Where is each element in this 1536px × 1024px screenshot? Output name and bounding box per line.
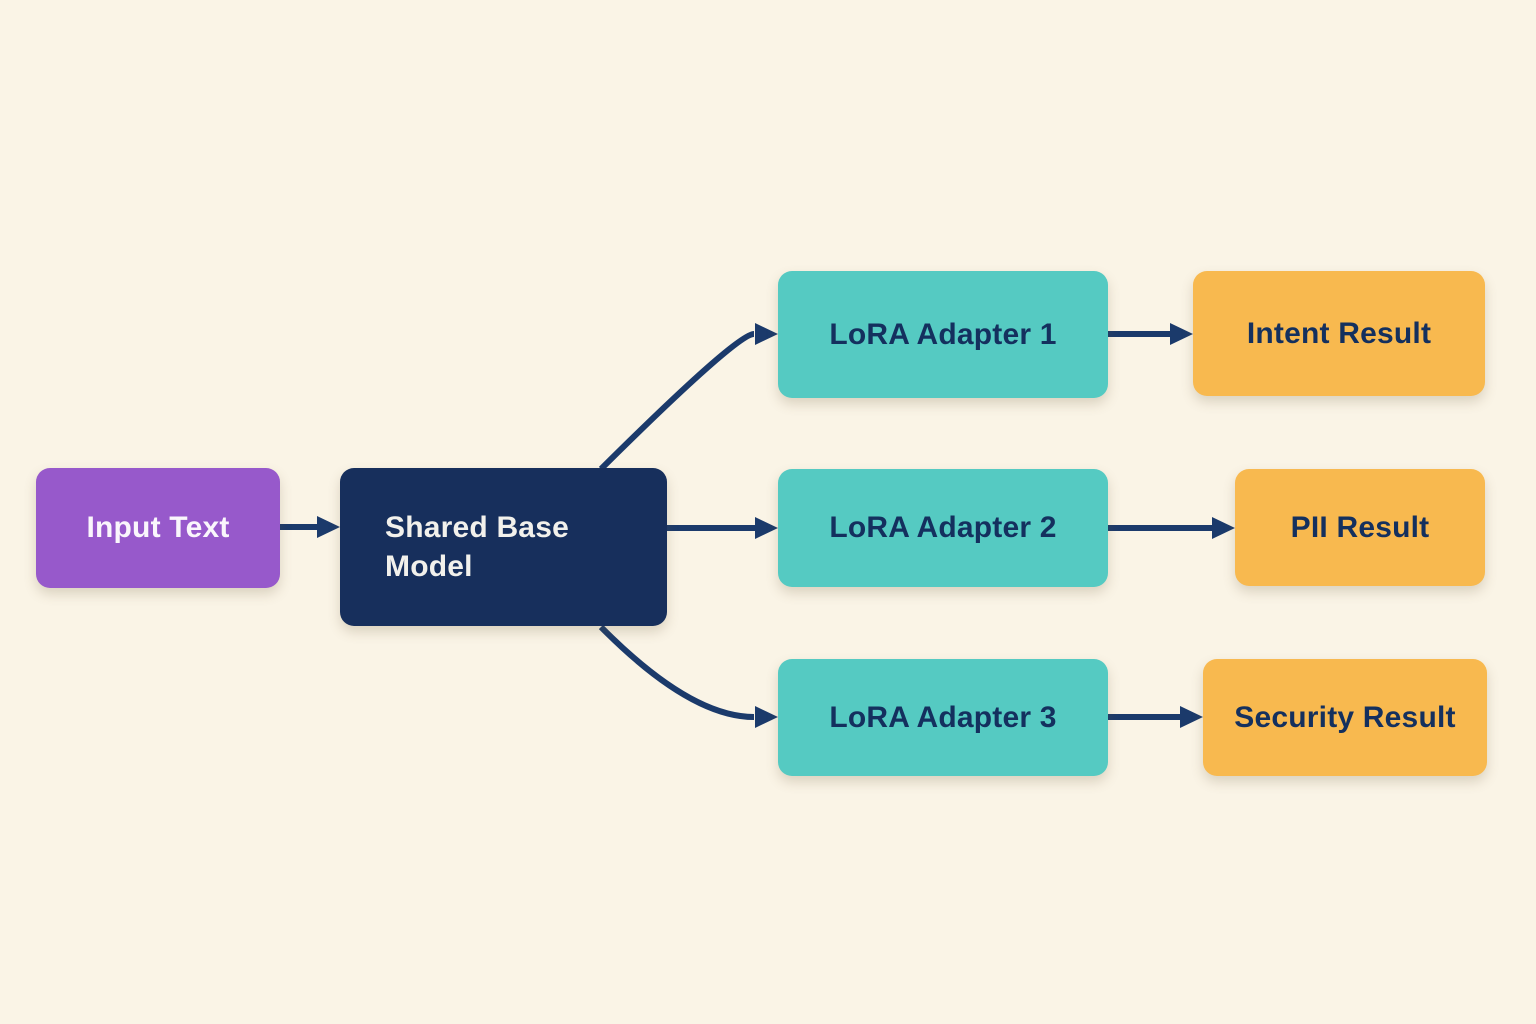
node-pii-result-label: PII Result: [1290, 510, 1430, 544]
node-shared-base-model: Shared Base Model: [340, 468, 667, 626]
node-input-text: Input Text: [36, 468, 280, 588]
edge-input-to-base: [280, 516, 340, 538]
node-security-result: Security Result: [1203, 659, 1487, 776]
edge-adapter1-to-intent: [1108, 323, 1193, 345]
node-shared-base-model-label: Shared Base Model: [385, 511, 569, 583]
node-intent-result-label: Intent Result: [1246, 316, 1432, 350]
node-pii-result: PII Result: [1235, 469, 1485, 586]
edge-base-to-adapter2: [667, 517, 778, 539]
node-lora-adapter-1-label: LoRA Adapter 1: [829, 317, 1057, 351]
node-lora-adapter-3-label: LoRA Adapter 3: [829, 700, 1057, 734]
edge-base-to-adapter1: [598, 323, 778, 472]
edge-base-to-adapter3: [598, 624, 778, 728]
edge-adapter2-to-pii: [1108, 517, 1235, 539]
node-lora-adapter-3: LoRA Adapter 3: [778, 659, 1108, 776]
node-input-text-label: Input Text: [86, 511, 230, 544]
edge-adapter3-to-security: [1108, 706, 1203, 728]
node-security-result-label: Security Result: [1234, 700, 1456, 734]
node-lora-adapter-1: LoRA Adapter 1: [778, 271, 1108, 398]
node-lora-adapter-2: LoRA Adapter 2: [778, 469, 1108, 587]
node-lora-adapter-2-label: LoRA Adapter 2: [829, 511, 1057, 544]
node-intent-result: Intent Result: [1193, 271, 1485, 396]
